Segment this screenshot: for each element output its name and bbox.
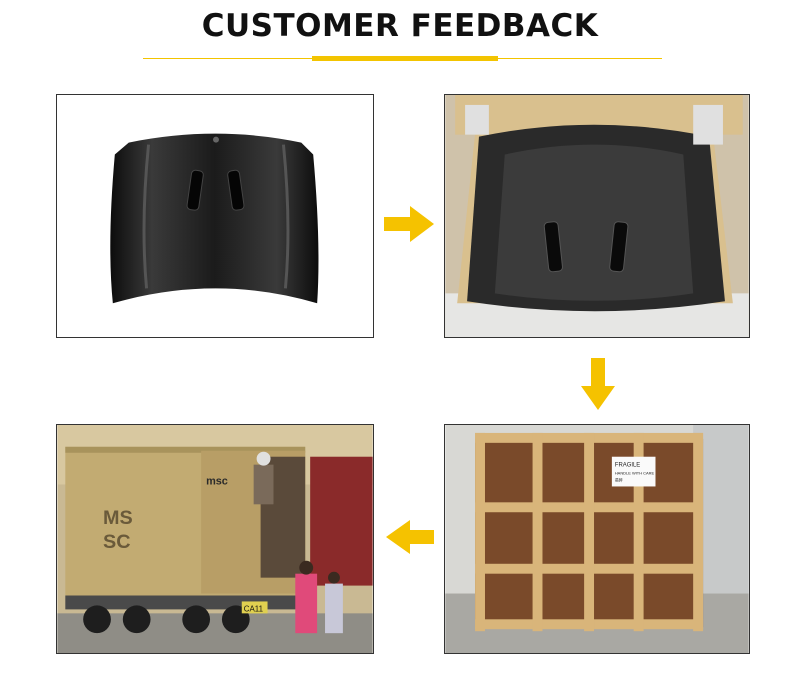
container-brand-line2: SC xyxy=(103,531,131,553)
arrow-left-icon xyxy=(386,520,434,554)
photo-hood-packed xyxy=(444,94,750,338)
hood-illustration xyxy=(57,95,373,337)
container-illustration: msc MS SC CA11 xyxy=(57,425,373,653)
crate-label-line1: FRAGILE xyxy=(615,463,640,469)
container-brand-short: msc xyxy=(206,475,228,487)
page-title: CUSTOMER FEEDBACK xyxy=(201,8,599,44)
photo-wooden-crate: FRAGILE HANDLE WITH CARE 易碎 xyxy=(444,424,750,654)
container-brand-line1: MS xyxy=(103,507,133,529)
crate-illustration: FRAGILE HANDLE WITH CARE 易碎 xyxy=(445,425,749,653)
crate-label-line3: 易碎 xyxy=(615,478,623,483)
crate-label-line2: HANDLE WITH CARE xyxy=(615,471,655,476)
arrow-down-icon xyxy=(581,358,615,410)
truck-plate: CA11 xyxy=(244,604,264,613)
photo-container-loading: msc MS SC CA11 xyxy=(56,424,374,654)
photo-hood-product xyxy=(56,94,374,338)
title-underline-accent xyxy=(312,56,498,61)
carton-illustration xyxy=(445,95,749,337)
arrow-right-icon xyxy=(384,206,434,242)
